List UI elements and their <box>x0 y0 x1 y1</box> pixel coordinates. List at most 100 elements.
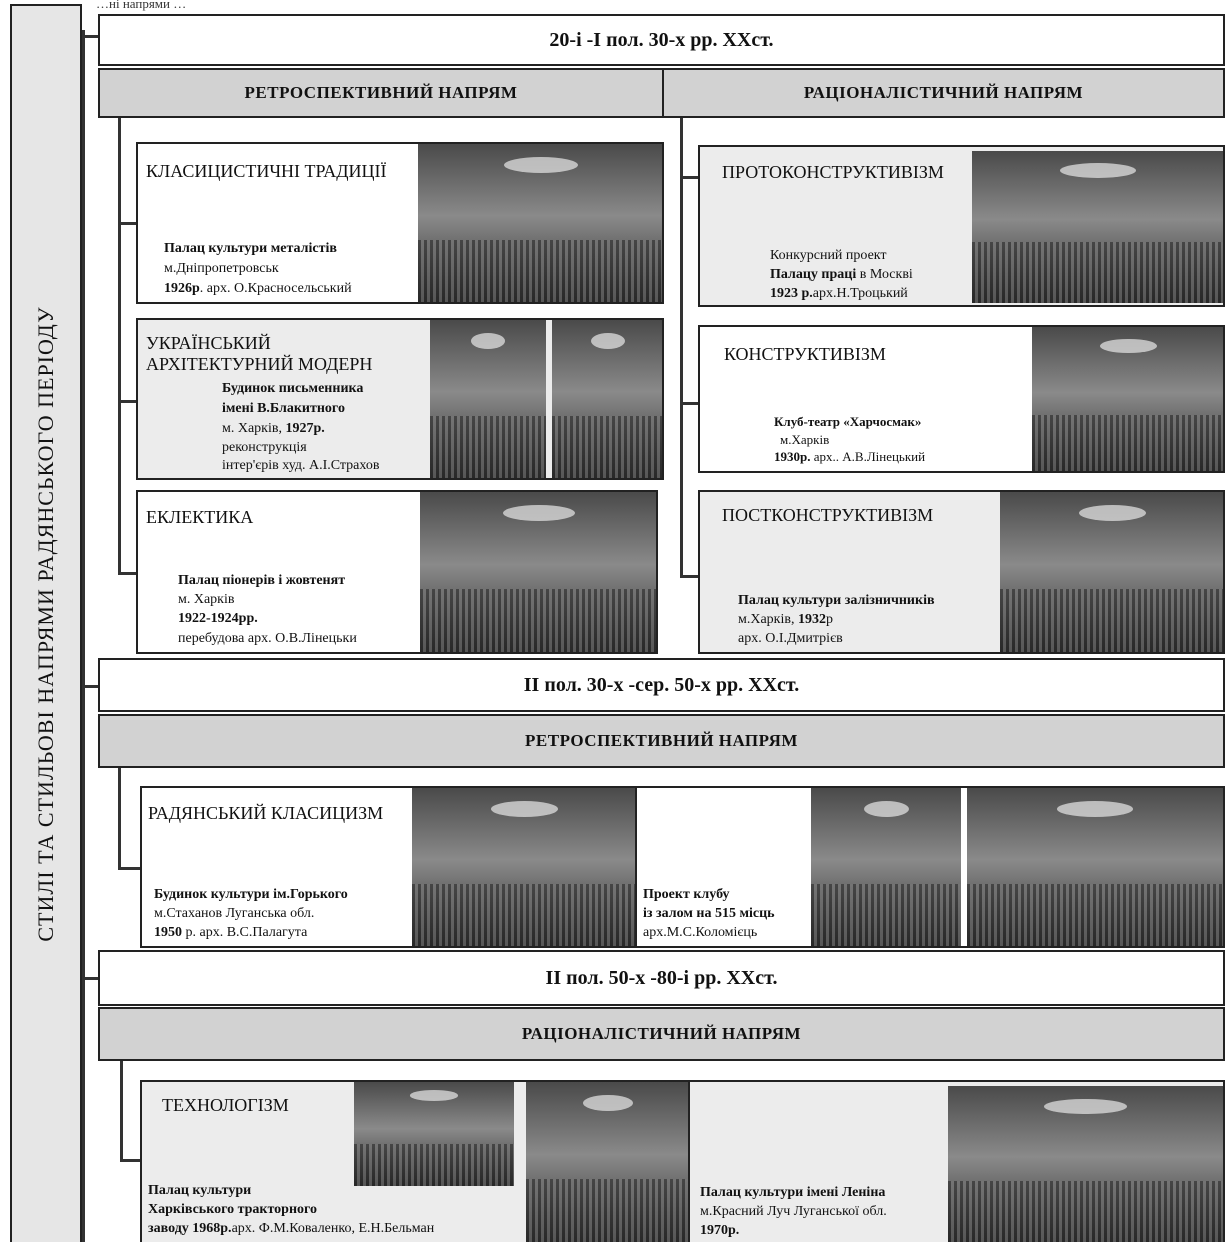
building-name: Палац піонерів і жовтенят <box>178 573 346 588</box>
building-name-line3: заводу 1968р. <box>148 1221 232 1236</box>
card-ukrainian-modern: УКРАЇНСЬКИЙ АРХІТЕКТУРНИЙ МОДЕРН Будинок… <box>136 318 664 480</box>
building-credit: 1930р. арх.. А.В.Лінецький <box>774 448 925 465</box>
building-architect: арх.М.С.Коломієць <box>643 925 758 940</box>
building-name-line1: Палац культури <box>148 1183 252 1198</box>
building-photo <box>420 492 656 652</box>
building-city: в Москві <box>856 267 913 282</box>
style-name: КЛАСИЦИСТИЧНІ ТРАДИЦІЇ <box>146 161 387 181</box>
building-architect: . арх. О.Красносельський <box>199 281 352 296</box>
building-name: Палац культури залізничників <box>738 593 935 608</box>
building-name: Клуб-театр «Харчосмак» <box>774 414 922 429</box>
building-city: м. Харків, 1927р. <box>222 420 325 437</box>
sidebar-title-box: СТИЛІ ТА СТИЛЬОВІ НАПРЯМИ РАДЯНСЬКОГО ПЕ… <box>10 4 82 1242</box>
style-name-line2: АРХІТЕКТУРНИЙ МОДЕРН <box>146 354 373 374</box>
card-eclectic: ЕКЛЕКТИКА Палац піонерів і жовтенят м. Х… <box>136 490 658 654</box>
building-architect: арх. Ф.М.Коваленко, Е.Н.Бельман <box>231 1221 435 1236</box>
note-line2: інтер'єрів худ. А.І.Страхов <box>222 458 380 473</box>
building-name-line2: імені В.Блакитного <box>222 401 345 416</box>
connector <box>82 977 100 980</box>
style-name: ТЕХНОЛОГІЗМ <box>162 1095 289 1115</box>
building-year: 1930р. <box>774 449 811 464</box>
building-photo <box>552 320 662 478</box>
building-city-text: м. Харків, <box>222 421 286 436</box>
building-architect: арх.. А.В.Лінецький <box>810 449 926 464</box>
building-name: Будинок культури ім.Горького <box>154 887 348 902</box>
card-protoconstructivism: ПРОТОКОНСТРУКТИВІЗМ Конкурсний проект Па… <box>698 145 1225 307</box>
style-name: ПРОТОКОНСТРУКТИВІЗМ <box>722 162 944 182</box>
line1: Конкурсний проект <box>770 248 887 263</box>
building-name: Палац культури імені Леніна <box>700 1185 886 1200</box>
card-club-project: Проект клубу із залом на 515 місць арх.М… <box>637 786 1225 948</box>
note-line1: реконструкція <box>222 440 307 455</box>
connector <box>82 685 100 688</box>
building-photo <box>811 788 961 946</box>
building-city: м.Дніпропетровськ <box>164 261 279 276</box>
building-title: Палацу праці <box>770 267 857 282</box>
period-header-2: ІІ пол. 30-х -сер. 50-х рр. ХХст. <box>98 658 1225 712</box>
building-name: Палацу праці в Москві <box>770 266 913 283</box>
building-year: 1950 <box>154 925 182 940</box>
connector <box>680 402 700 405</box>
building-credit: 1926р. арх. О.Красносельський <box>164 280 352 297</box>
connector <box>120 1060 123 1160</box>
building-year: 1970р. <box>700 1223 740 1238</box>
direction-retro-1: РЕТРОСПЕКТИВНИЙ НАПРЯМ <box>98 68 664 118</box>
style-name: ЕКЛЕКТИКА <box>146 507 254 527</box>
building-photo <box>972 151 1223 303</box>
main-connector-line <box>82 30 85 1242</box>
connector <box>118 118 121 573</box>
connector <box>120 1159 142 1162</box>
building-city: м.Харків <box>780 432 830 447</box>
card-classicist-traditions: КЛАСИЦИСТИЧНІ ТРАДИЦІЇ Палац культури ме… <box>136 142 664 304</box>
building-photo <box>967 788 1223 946</box>
card-constructivism: КОНСТРУКТИВІЗМ Клуб-театр «Харчосмак» м.… <box>698 325 1225 473</box>
card-postconstructivism: ПОСТКОНСТРУКТИВІЗМ Палац культури залізн… <box>698 490 1225 654</box>
style-name: КОНСТРУКТИВІЗМ <box>724 344 886 364</box>
connector <box>118 767 121 869</box>
card-technologism: ТЕХНОЛОГІЗМ Палац культури Харківського … <box>140 1080 690 1242</box>
connector <box>82 35 100 38</box>
top-caption-fragment: …ні напрями … <box>96 0 187 11</box>
building-year: 1932 <box>798 612 826 627</box>
direction-rational-1: РАЦІОНАЛІСТИЧНИЙ НАПРЯМ <box>662 68 1225 118</box>
building-year: 1923 р. <box>770 286 813 301</box>
building-photo <box>948 1086 1223 1242</box>
connector <box>118 867 140 870</box>
building-photo <box>430 320 546 478</box>
connector <box>118 400 138 403</box>
card-lenin-palace: Палац культури імені Леніна м.Красний Лу… <box>690 1080 1225 1242</box>
sidebar-title: СТИЛІ ТА СТИЛЬОВІ НАПРЯМИ РАДЯНСЬКОГО ПЕ… <box>33 306 58 942</box>
building-architect: р. арх. В.С.Палагута <box>182 925 308 940</box>
direction-retro-2: РЕТРОСПЕКТИВНИЙ НАПРЯМ <box>98 714 1225 768</box>
direction-rational-3: РАЦІОНАЛІСТИЧНИЙ НАПРЯМ <box>98 1007 1225 1061</box>
building-photo <box>354 1082 514 1186</box>
connector <box>118 572 138 575</box>
building-photo <box>526 1082 688 1242</box>
card-soviet-classicism: РАДЯНСЬКИЙ КЛАСИЦИЗМ Будинок культури ім… <box>140 786 637 948</box>
style-name: РАДЯНСЬКИЙ КЛАСИЦИЗМ <box>148 803 384 823</box>
building-credit: 1923 р.арх.Н.Троцький <box>770 285 908 302</box>
building-photo <box>418 144 662 302</box>
building-year-suffix: р <box>826 612 833 627</box>
building-year: 1926р <box>164 281 200 296</box>
connector <box>118 222 138 225</box>
project-line2: із залом на 515 місць <box>643 906 775 921</box>
style-name: ПОСТКОНСТРУКТИВІЗМ <box>722 505 934 525</box>
building-photo <box>1032 327 1223 471</box>
building-credit: 1950 р. арх. В.С.Палагута <box>154 924 307 941</box>
building-credit: заводу 1968р.арх. Ф.М.Коваленко, Е.Н.Бел… <box>148 1220 434 1237</box>
building-photo <box>412 788 635 946</box>
building-city-text: м.Харків, <box>738 612 798 627</box>
style-name-line1: УКРАЇНСЬКИЙ <box>146 333 271 353</box>
building-architect: арх.Н.Троцький <box>812 286 908 301</box>
building-architect: перебудова арх. О.В.Лінецьки <box>178 631 357 646</box>
connector <box>680 176 700 179</box>
building-name: Палац культури металістів <box>164 241 337 256</box>
building-year: 1922-1924рр. <box>178 611 258 626</box>
building-name-line1: Будинок письменника <box>222 381 364 396</box>
project-line1: Проект клубу <box>643 887 730 902</box>
building-city: м.Красний Луч Луганської обл. <box>700 1204 887 1219</box>
building-name-line2: Харківського тракторного <box>148 1202 318 1217</box>
building-city: м. Харків <box>178 592 235 607</box>
building-city: м.Стаханов Луганська обл. <box>154 906 315 921</box>
